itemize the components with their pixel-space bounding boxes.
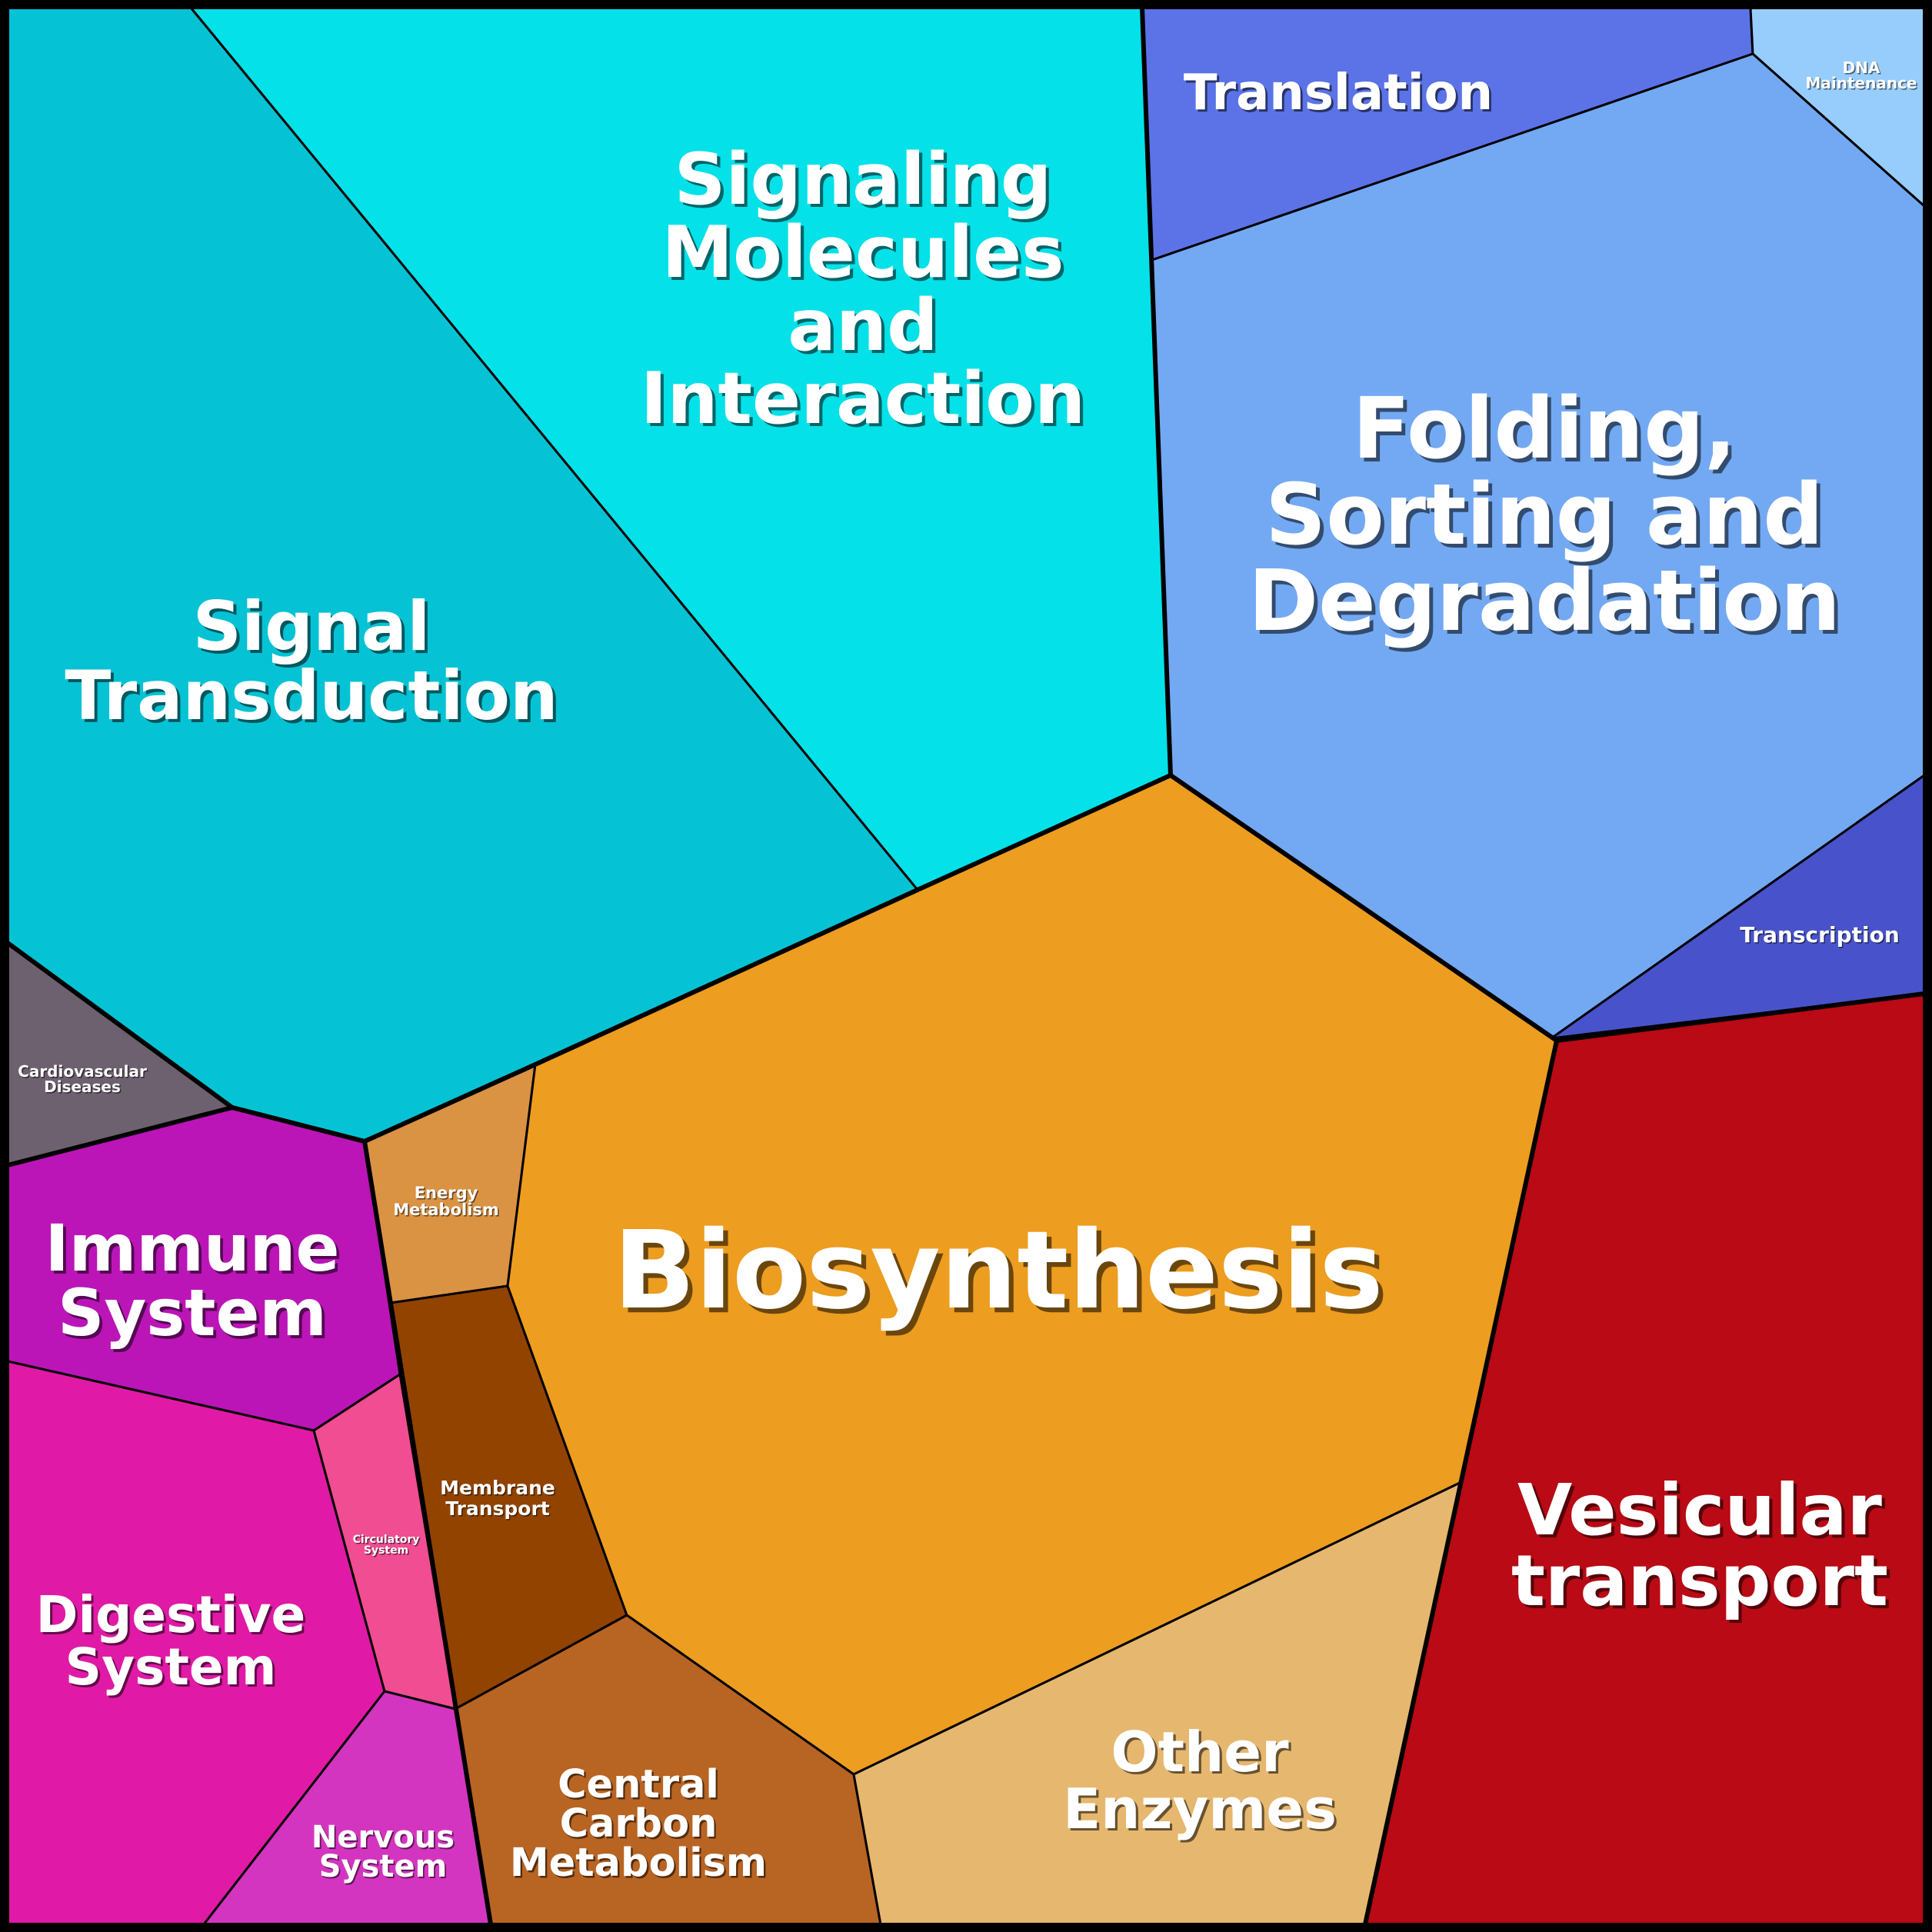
label-line: Biosynthesis xyxy=(613,1208,1383,1334)
label-line: Carbon xyxy=(560,1801,718,1847)
label-line: transport xyxy=(1511,1540,1888,1622)
label-line: System xyxy=(364,1544,408,1557)
label-line: Metabolism xyxy=(393,1201,499,1219)
label-line: Circulatory xyxy=(353,1534,420,1546)
label-line: Central xyxy=(558,1762,719,1807)
label-line: Folding, xyxy=(1352,379,1736,478)
label-line: Interaction xyxy=(641,357,1086,440)
label-line: Diseases xyxy=(44,1078,121,1096)
label-line: Degradation xyxy=(1248,551,1840,650)
label-line: Maintenance xyxy=(1805,74,1917,92)
label-line: Sorting and xyxy=(1265,465,1824,564)
label-line: Signaling xyxy=(675,138,1052,221)
label-line: System xyxy=(65,1637,277,1697)
group-border-cellular xyxy=(1363,1038,1559,1927)
label-line: and xyxy=(788,284,938,367)
label-line: DNA xyxy=(1843,58,1880,77)
label-line: Digestive xyxy=(36,1585,306,1644)
label-line: Transduction xyxy=(65,656,558,735)
label-line: Metabolism xyxy=(510,1840,767,1886)
label-line: Vesicular xyxy=(1517,1469,1883,1551)
label-line: Transcription xyxy=(1740,922,1900,948)
label-line: Molecules xyxy=(661,211,1064,294)
label-line: Other xyxy=(1111,1720,1289,1784)
label-line: System xyxy=(58,1275,327,1351)
label-translation-shadow: Translation xyxy=(1186,67,1495,124)
label-line: Translation xyxy=(1184,65,1493,122)
label-line: Enzymes xyxy=(1063,1777,1337,1841)
label-line: Signal xyxy=(193,587,431,666)
label-transcription: Transcription xyxy=(1740,922,1900,948)
group-border-environmental xyxy=(5,773,1173,1144)
label-biosynthesis-shadow: Biosynthesis xyxy=(618,1213,1388,1338)
label-line: Transport xyxy=(445,1497,550,1520)
label-transcription-shadow: Transcription xyxy=(1741,924,1901,949)
label-line: Immune xyxy=(45,1211,340,1286)
label-line: Energy xyxy=(415,1184,478,1202)
label-line: Membrane xyxy=(440,1477,555,1499)
label-translation: Translation xyxy=(1184,65,1493,122)
label-line: Nervous xyxy=(311,1820,455,1855)
label-line: Cardiovascular xyxy=(18,1062,147,1081)
group-border-organismal xyxy=(5,1105,493,1927)
label-biosynthesis: Biosynthesis xyxy=(613,1208,1383,1334)
group-border-genetic-top xyxy=(1140,5,1927,1043)
label-line: System xyxy=(319,1849,448,1884)
